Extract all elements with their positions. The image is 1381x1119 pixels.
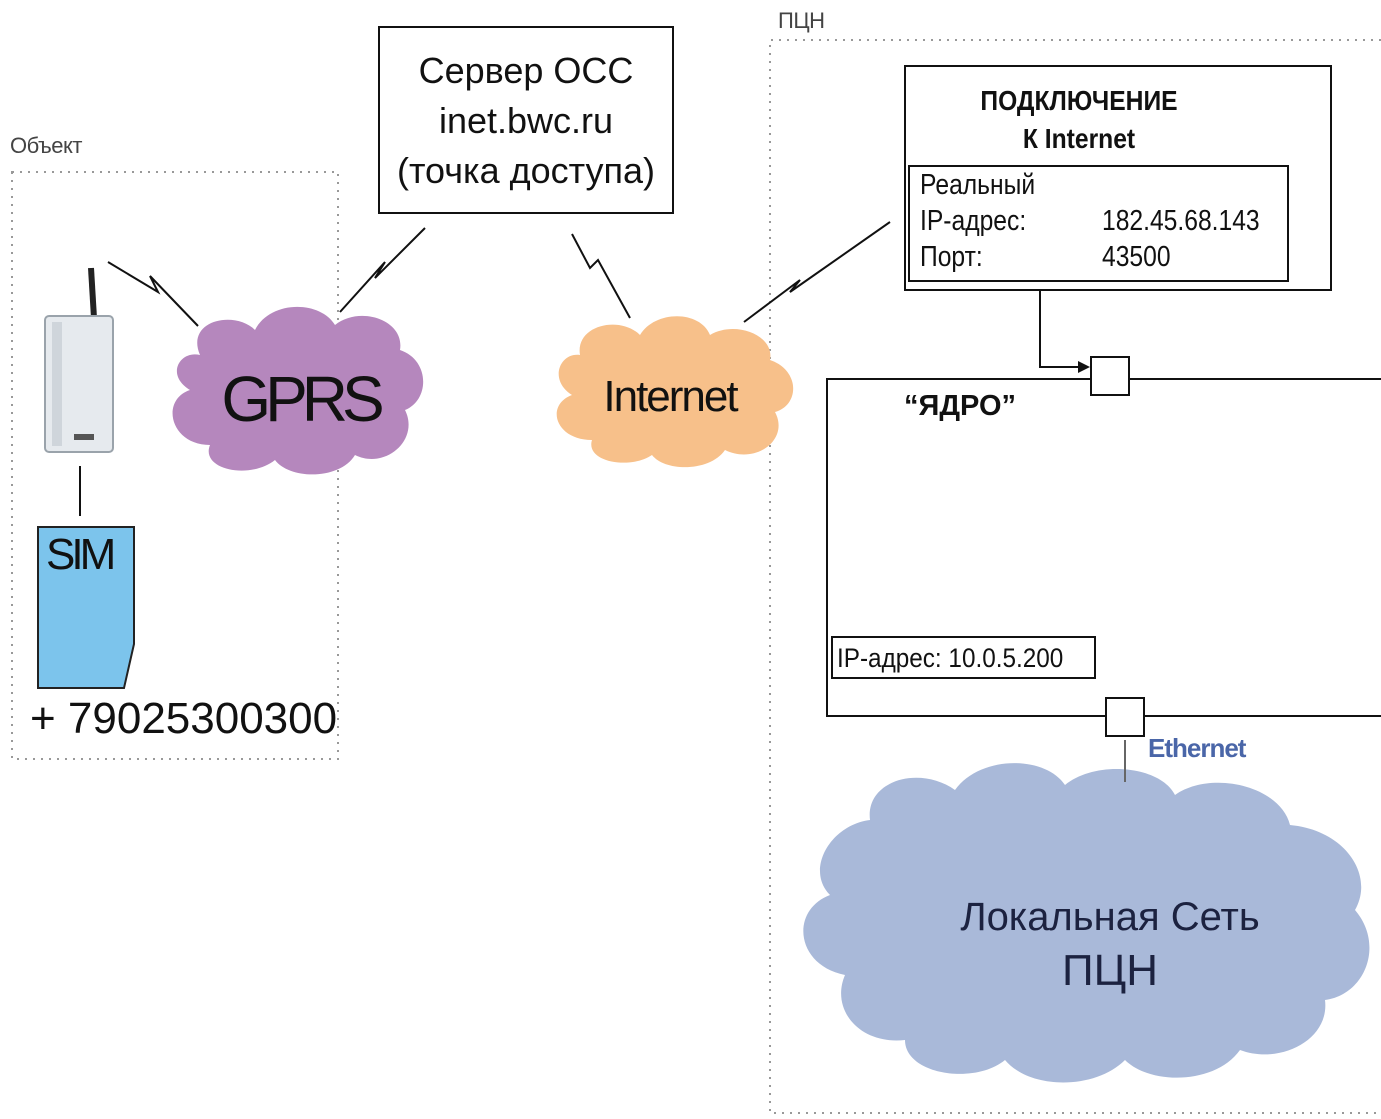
connection-title-2: К Internet bbox=[1022, 123, 1136, 154]
pcn-zone-label: ПЦН bbox=[778, 8, 825, 33]
core-inet-port bbox=[1090, 356, 1130, 396]
lan-label-1: Локальная Сеть bbox=[960, 895, 1260, 939]
core-title: “ЯДРО” bbox=[904, 390, 1017, 422]
gprs-cloud bbox=[172, 306, 424, 475]
link-connection-core bbox=[1039, 285, 1082, 368]
pcn-zone-border bbox=[769, 39, 1381, 1114]
link-modem-gprs bbox=[107, 261, 199, 327]
lan-ip-label: IP-адрес: 10.0.5.200 bbox=[831, 636, 1096, 679]
ethernet-label: Ethernet bbox=[1148, 733, 1246, 763]
gprs-label: GPRS bbox=[221, 363, 384, 435]
ip-value: 182.45.68.143 bbox=[1102, 205, 1260, 237]
internet-label: Internet bbox=[603, 372, 738, 421]
port-label: Порт: bbox=[920, 241, 983, 273]
port-value: 43500 bbox=[1102, 241, 1171, 273]
link-gprs-server bbox=[339, 227, 426, 313]
server-line-3: (точка доступа) bbox=[396, 150, 656, 191]
operator-server-box: Сервер ОСС inet.bwc.ru (точка доступа) bbox=[378, 26, 674, 214]
screen-logo: притоk bbox=[933, 468, 1003, 490]
server-line-1: Сервер ОСС bbox=[418, 50, 634, 91]
phone-number: + 79025300300 bbox=[30, 694, 338, 743]
lan-cloud bbox=[803, 763, 1370, 1083]
object-zone-label: Объект bbox=[10, 133, 82, 158]
arrow-core-port bbox=[1078, 361, 1090, 373]
lan-label-2: ПЦН bbox=[1062, 946, 1158, 995]
connection-title-1: ПОДКЛЮЧЕНИЕ bbox=[980, 85, 1178, 116]
lan-ip-text: IP-адрес: 10.0.5.200 bbox=[837, 643, 1064, 673]
sim-card-icon bbox=[37, 526, 135, 689]
link-server-internet bbox=[571, 233, 631, 319]
real-ip-box: Реальный IP-адрес: 182.45.68.143 Порт: 4… bbox=[908, 165, 1289, 282]
real-label: Реальный bbox=[920, 169, 1036, 201]
sim-label: SIM bbox=[46, 530, 116, 579]
core-lan-port bbox=[1105, 697, 1145, 737]
ip-label: IP-адрес: bbox=[920, 205, 1027, 237]
server-line-2: inet.bwc.ru bbox=[438, 100, 614, 141]
internet-cloud bbox=[556, 316, 794, 468]
link-internet-connection bbox=[743, 221, 891, 323]
gprs-modem-icon bbox=[44, 267, 114, 453]
